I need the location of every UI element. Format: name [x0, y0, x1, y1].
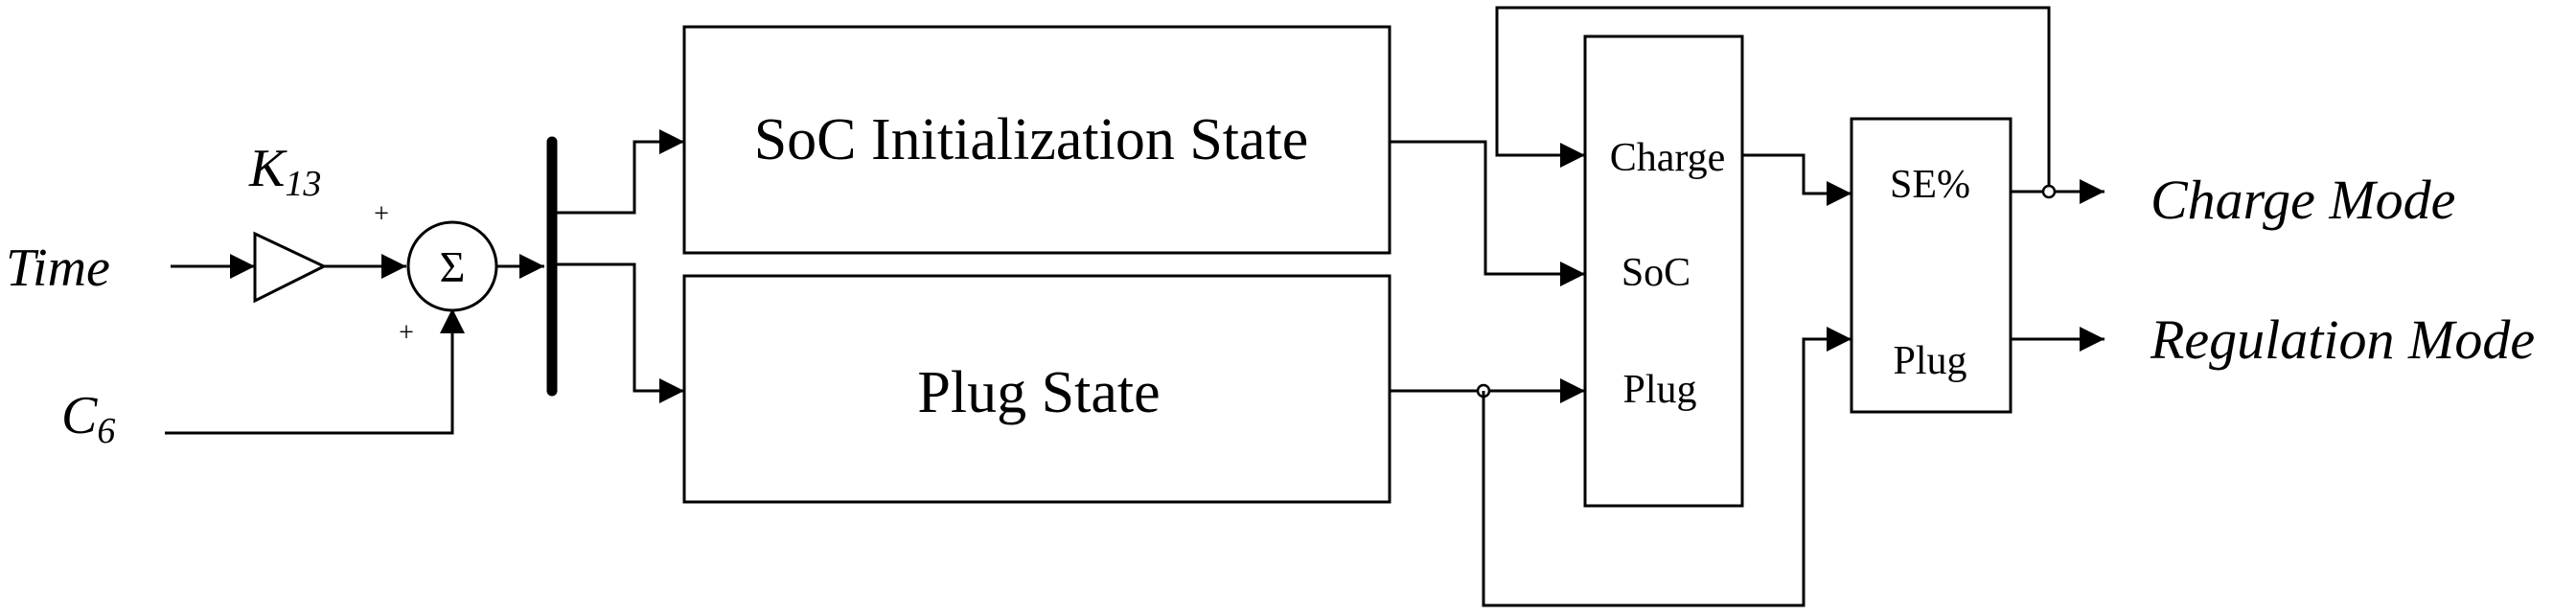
charge-mode-junction: [2041, 184, 2057, 199]
right-plug-port: Plug: [1893, 339, 1966, 383]
soc-init-to-soc-port-wire: [1390, 140, 1585, 286]
se-plug-block: [1850, 117, 2012, 414]
gain-label: K13: [248, 139, 321, 204]
soc-initialization-state-label: SoC Initialization State: [754, 107, 1309, 172]
bus-to-soc-init-wire: [552, 129, 684, 215]
gain-block-k13: [253, 231, 328, 304]
bus-to-plug-state-wire: [552, 262, 684, 403]
plug-state-label: Plug State: [917, 360, 1160, 425]
charge-feedback-wire: [1495, 6, 2051, 192]
regulation-mode-label: Regulation Mode: [2150, 308, 2535, 371]
plug-branch-to-right-block-wire: [1482, 327, 1852, 607]
time-input-label: Time: [6, 239, 110, 298]
sum-plus-bottom: +: [399, 318, 414, 348]
c6-to-sum-wire: [165, 308, 465, 435]
right-se-port: SE%: [1890, 163, 1970, 207]
sigma-symbol: Σ: [440, 242, 466, 291]
middle-plug-port: Plug: [1622, 368, 1696, 412]
middle-charge-port: Charge: [1610, 136, 1726, 180]
charge-mode-label: Charge Mode: [2150, 169, 2455, 231]
c6-input-label: C6: [61, 386, 115, 451]
charge-to-se-wire: [1742, 153, 1852, 206]
middle-soc-port: SoC: [1622, 251, 1690, 295]
plug-state-block: [682, 274, 1392, 504]
soc-initialization-state-block: [682, 25, 1392, 255]
sum-plus-top: +: [374, 199, 389, 229]
charge-soc-plug-block: [1583, 34, 1744, 508]
